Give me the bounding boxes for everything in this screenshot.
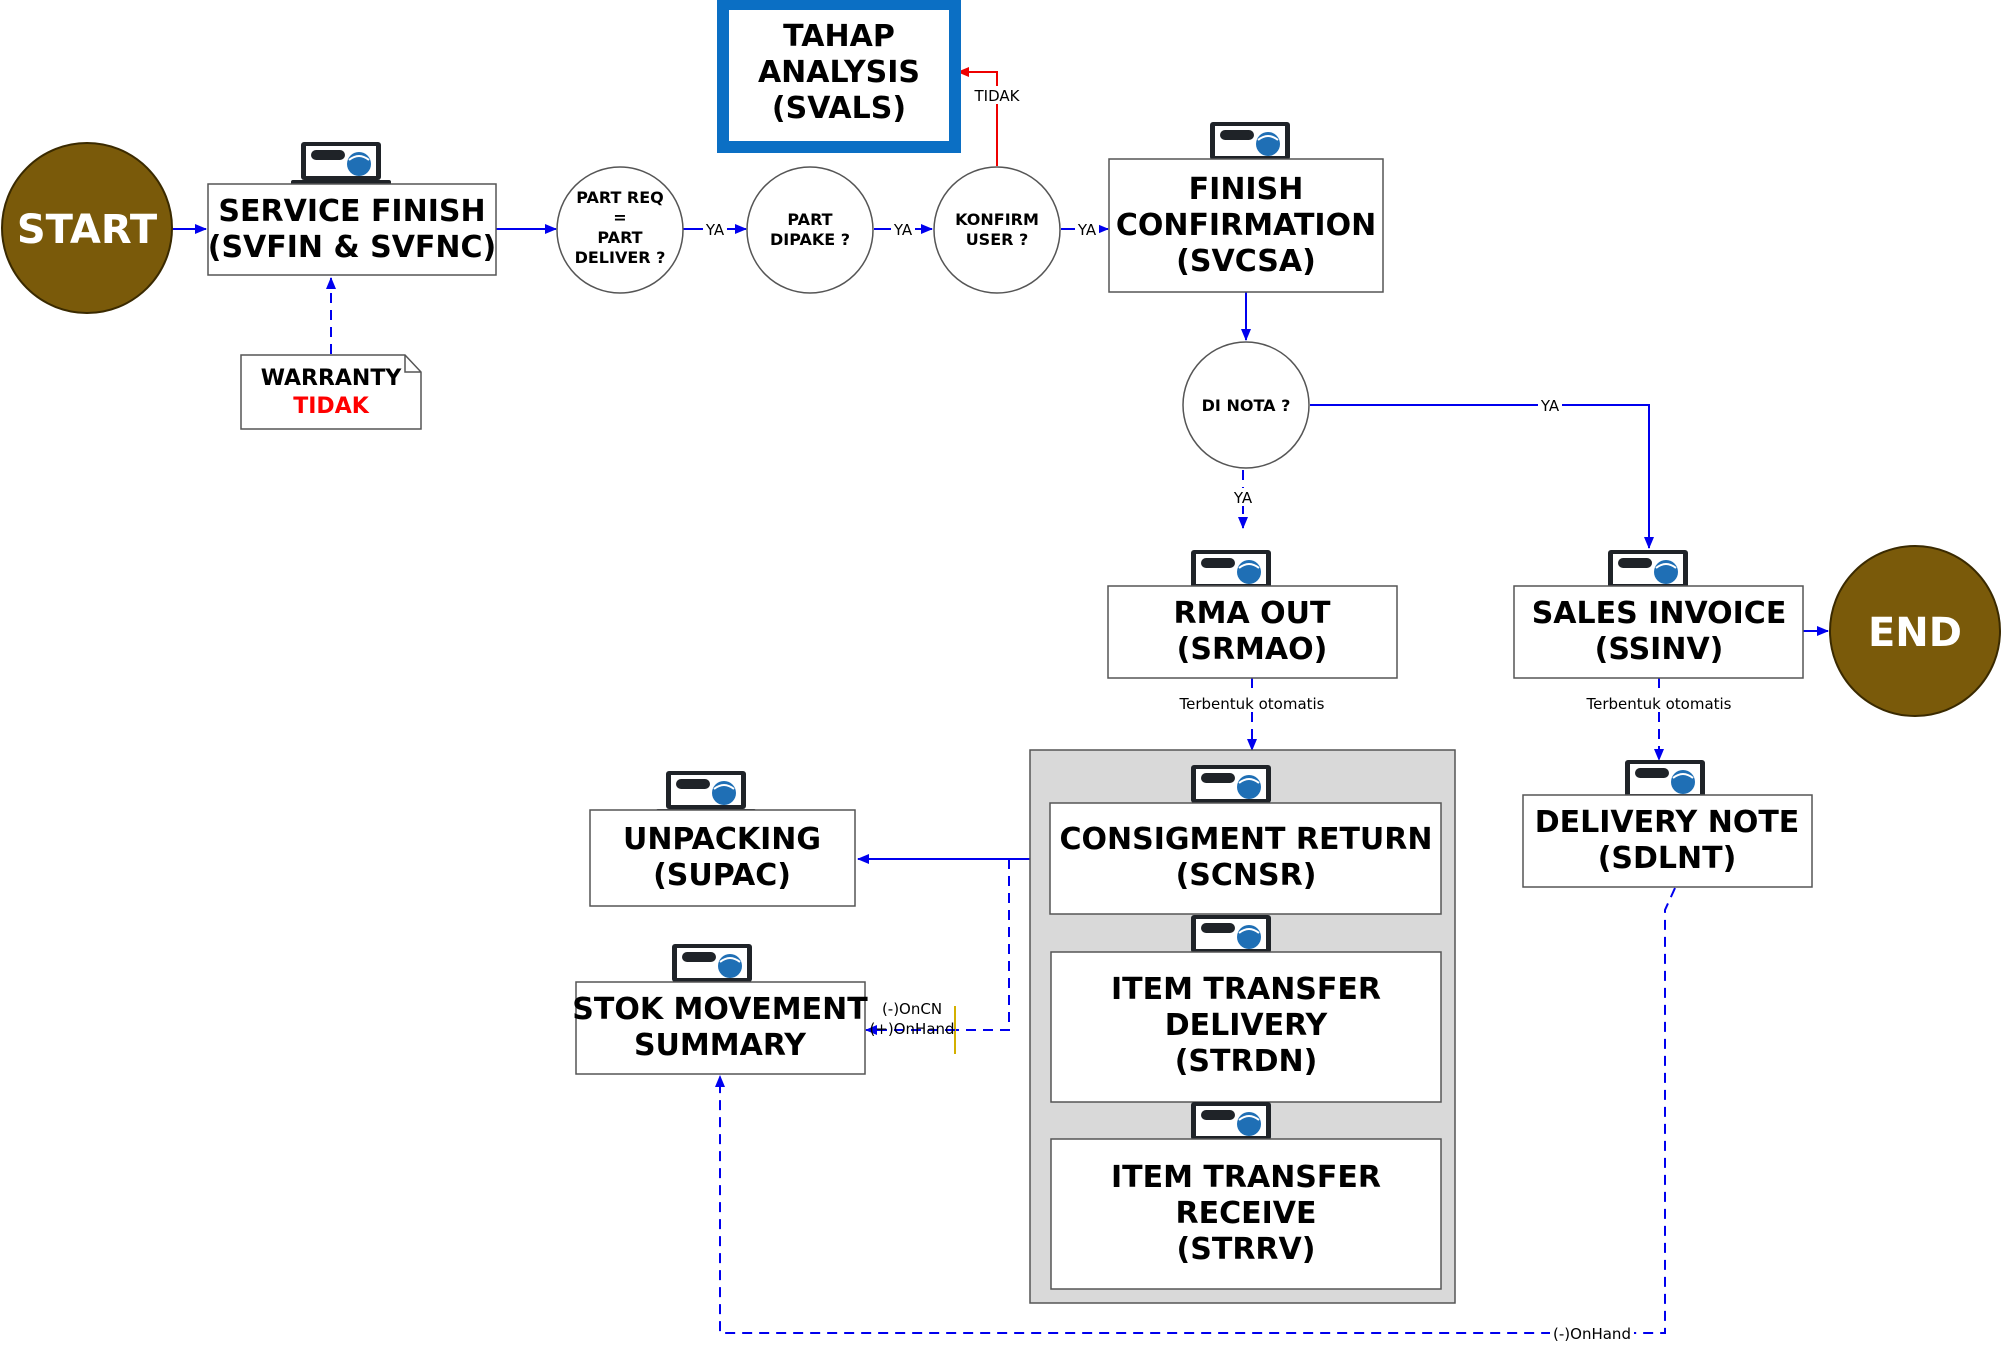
rma-out-line-1: RMA OUT [1174,596,1331,631]
label-ya-nota-down: YA [1233,489,1253,507]
analysis-line-3: (SVALS) [772,91,906,126]
end-terminal: END [1829,545,2001,717]
rma-out-line-2: (SRMAO) [1177,632,1328,667]
part-req-line-2: = [613,208,626,227]
start-terminal: START [1,142,173,314]
warranty-value: TIDAK [293,394,369,419]
analysis-line-2: ANALYSIS [758,55,920,90]
label-on-cn: (-)OnCN [882,1000,942,1018]
service-finish-box: SERVICE FINISH (SVFIN & SVFNC) [207,141,497,276]
di-nota-line-1: DI NOTA ? [1202,396,1291,415]
sales-invoice-line-1: SALES INVOICE [1532,596,1787,631]
konfirm-user-line-2: USER ? [966,230,1029,249]
sales-invoice-line-2: (SSINV) [1595,632,1724,667]
warranty-title: WARRANTY [261,366,403,391]
delivery-note-box: DELIVERY NOTE (SDLNT) [1522,759,1813,888]
start-label: START [17,207,158,253]
tahap-analysis-box: TAHAP ANALYSIS (SVALS) [717,0,961,153]
unpacking-line-2: (SUPAC) [653,858,791,893]
item-transfer-delivery-line-3: (STRDN) [1175,1044,1318,1079]
delivery-note-line-1: DELIVERY NOTE [1535,805,1800,840]
label-ya-nota-right: YA [1540,397,1560,415]
finish-confirmation-box: FINISH CONFIRMATION (SVCSA) [1108,121,1384,293]
unpacking-box: UNPACKING (SUPAC) [589,770,856,907]
consigment-return-line-1: CONSIGMENT RETURN [1059,822,1432,857]
rma-out-box: RMA OUT (SRMAO) [1107,549,1398,679]
item-transfer-delivery-line-1: ITEM TRANSFER [1111,972,1381,1007]
part-req-line-3: PART [597,228,642,247]
part-dipake-line-1: PART [787,210,832,229]
stok-movement-line-2: SUMMARY [634,1028,807,1063]
item-transfer-receive-line-1: ITEM TRANSFER [1111,1160,1381,1195]
laptop-netvision-icon [290,141,392,191]
label-on-hand-plus: (+)OnHand [869,1020,954,1038]
part-req-line-4: DELIVER ? [575,248,666,267]
decision-part-req: PART REQ = PART DELIVER ? [556,166,684,294]
item-transfer-delivery-line-2: DELIVERY [1165,1008,1329,1043]
sales-invoice-box: SALES INVOICE (SSINV) [1513,549,1804,679]
consigment-return-box: CONSIGMENT RETURN (SCNSR) [1049,764,1442,915]
edge-labels: YA YA YA TIDAK YA YA Terbentuk otomatis … [703,86,1732,1343]
service-finish-line-2: (SVFIN & SVFNC) [208,230,497,265]
label-tidak: TIDAK [974,87,1021,105]
warranty-document: WARRANTY TIDAK [240,354,422,430]
decision-konfirm-user: KONFIRM USER ? [933,166,1061,294]
label-ya-part-dipake: YA [893,221,913,239]
service-finish-line-1: SERVICE FINISH [218,194,485,229]
analysis-line-1: TAHAP [783,19,895,54]
item-transfer-delivery-box: ITEM TRANSFER DELIVERY (STRDN) [1050,914,1442,1103]
decision-di-nota: DI NOTA ? [1182,341,1310,469]
label-ya-konfirm-user: YA [1077,221,1097,239]
finish-confirmation-line-1: FINISH [1189,172,1304,207]
label-auto-rma: Terbentuk otomatis [1178,695,1324,713]
stok-movement-line-1: STOK MOVEMENT [572,992,868,1027]
label-on-hand-minus: (-)OnHand [1553,1325,1631,1343]
end-label: END [1868,610,1962,656]
label-auto-invoice: Terbentuk otomatis [1585,695,1731,713]
part-dipake-line-2: DIPAKE ? [770,230,850,249]
delivery-note-line-2: (SDLNT) [1598,841,1737,876]
finish-confirmation-line-2: CONFIRMATION [1116,208,1376,243]
consigment-return-line-2: (SCNSR) [1176,858,1317,893]
item-transfer-receive-line-3: (STRRV) [1177,1232,1316,1267]
label-ya-part-req: YA [705,221,725,239]
item-transfer-receive-box: ITEM TRANSFER RECEIVE (STRRV) [1050,1101,1442,1290]
item-transfer-receive-line-2: RECEIVE [1176,1196,1317,1231]
konfirm-user-line-1: KONFIRM [955,210,1039,229]
finish-confirmation-line-3: (SVCSA) [1176,244,1316,279]
decision-part-dipake: PART DIPAKE ? [746,166,874,294]
connectors [172,67,1829,1334]
unpacking-line-1: UNPACKING [623,822,821,857]
part-req-line-1: PART REQ [576,188,664,207]
stok-movement-summary-box: STOK MOVEMENT SUMMARY [572,943,868,1075]
